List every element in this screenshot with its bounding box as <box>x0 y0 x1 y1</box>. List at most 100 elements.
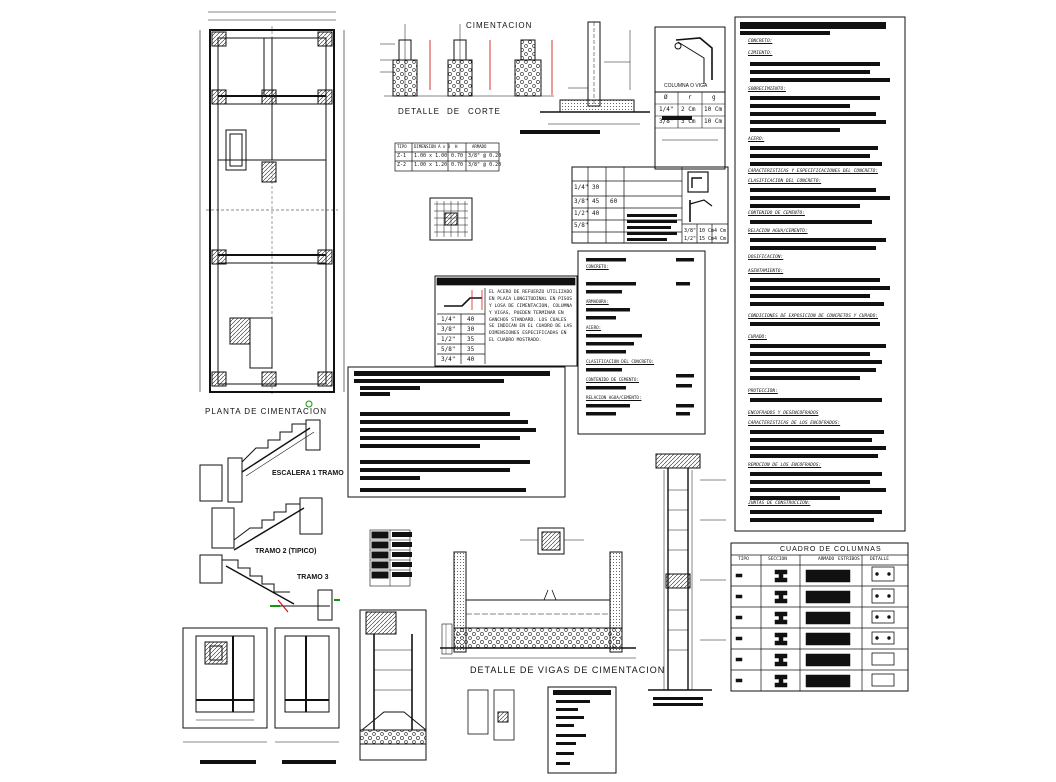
redacted-line <box>360 476 420 480</box>
zap-h1: DIMENSION A x B <box>414 144 451 149</box>
redacted-line <box>750 104 850 108</box>
redacted-line <box>676 384 692 388</box>
redacted-line <box>360 436 520 440</box>
redacted-line <box>586 282 636 286</box>
cuadro-columnas-title: CUADRO DE COLUMNAS <box>780 546 882 553</box>
anc-r1c0: 3/8" <box>441 326 456 333</box>
redacted-line <box>586 316 616 320</box>
redacted-line <box>360 444 480 448</box>
gan-h2: g <box>712 94 716 101</box>
tra-r2c1: 40 <box>592 210 600 217</box>
anclaje-table-grid <box>434 275 578 367</box>
tra-n0c2: 4 Cm <box>714 228 727 234</box>
zap-r0c3: 3/8" @ 0.20 <box>468 153 502 159</box>
tra-r0c0: 1/4" <box>574 184 589 191</box>
columna-elevacion <box>648 453 726 691</box>
redacted-line <box>750 376 860 380</box>
redacted-line <box>586 386 626 390</box>
gan-r0c1: 2 Cm <box>681 106 696 113</box>
zap-h0: TIPO <box>397 144 407 149</box>
col-h3: ESTRIBOS <box>838 557 860 562</box>
redacted-line <box>750 112 876 116</box>
planta-cimentacion <box>199 11 345 408</box>
redacted-line <box>750 238 886 242</box>
anc-r2c0: 1/2" <box>441 336 456 343</box>
redacted-line <box>750 246 876 250</box>
anc-r0c1: 40 <box>467 316 475 323</box>
zap-r1c2: 0.70 <box>451 162 464 168</box>
tra-n1c0: 1/2" <box>684 236 697 242</box>
notas-heading: DOSIFICACION: <box>748 255 784 260</box>
vigas-cimentacion-detalle <box>440 527 636 741</box>
tramo-2-title: TRAMO 2 (TIPICO) <box>255 548 317 555</box>
gan-h0: Ø <box>664 94 668 101</box>
redacted-line <box>676 412 690 416</box>
tra-n0c0: 3/8" <box>684 228 697 234</box>
redacted-line <box>200 760 256 764</box>
redacted-line <box>392 572 412 577</box>
mid-panel-heading: CONCRETO: <box>586 264 609 269</box>
redacted-line <box>750 278 880 282</box>
redacted-line <box>556 742 576 745</box>
especificaciones-panel-frame <box>347 366 566 498</box>
tra-r1c2: 60 <box>610 198 618 205</box>
mid-panel-heading: CLASIFICACION DEL CONCRETO: <box>586 359 655 364</box>
cuadro-columnas-grid <box>730 542 909 692</box>
zap-r1c3: 3/8" @ 0.20 <box>468 162 502 168</box>
redacted-line <box>360 412 510 416</box>
redacted-line <box>750 446 886 450</box>
mid-panel-heading: CONTENIDO DE CEMENTO: <box>586 377 639 382</box>
leyenda-panel-frame <box>547 686 617 774</box>
redacted-text-blocks <box>200 22 890 765</box>
anc-r4c0: 3/4" <box>441 356 456 363</box>
redacted-line <box>360 386 420 390</box>
viga-elevacion <box>359 529 453 761</box>
col-h1: SECCION <box>768 557 787 562</box>
tra-r1c1: 45 <box>592 198 600 205</box>
redacted-line <box>556 724 574 727</box>
redacted-line <box>556 734 586 737</box>
traslape-table-grid <box>571 166 729 244</box>
tra-n1c2: 4 Cm <box>714 236 727 242</box>
gan-r0c0: 1/4" <box>659 106 674 113</box>
redacted-line <box>556 700 590 703</box>
redacted-line <box>653 697 703 700</box>
notas-heading: CONCRETO: <box>748 39 773 44</box>
gan-r0c2: 10 Cm <box>704 106 723 113</box>
redacted-line <box>360 468 510 472</box>
notas-heading: SOBRECIMIENTO: <box>748 87 786 92</box>
redacted-line <box>676 374 694 378</box>
zap-h2: H <box>455 144 458 149</box>
notas-heading: JUNTAS DE CONSTRUCCION: <box>748 501 811 506</box>
redacted-line <box>627 220 677 223</box>
redacted-line <box>750 120 886 124</box>
redacted-line <box>750 472 882 476</box>
notas-heading: ENCOFRADOS Y DESENCOFRADOS <box>748 411 819 416</box>
redacted-line <box>662 116 692 120</box>
redacted-line <box>556 716 584 719</box>
mid-panel-heading: RELACION AGUA/CEMENTO: <box>586 395 642 400</box>
redacted-line <box>750 188 876 192</box>
redacted-line <box>750 294 870 298</box>
redacted-line <box>750 360 882 364</box>
redacted-line <box>750 430 884 434</box>
redacted-line <box>360 420 528 424</box>
notas-heading: ASENTAMIENTO: <box>748 269 784 274</box>
notas-heading: CIMIENTO: <box>748 51 773 56</box>
col-h0: TIPO <box>738 557 749 562</box>
anc-r2c1: 35 <box>467 336 475 343</box>
escalera-title: ESCALERA 1 TRAMO <box>272 470 344 477</box>
redacted-line <box>556 752 574 755</box>
redacted-line <box>750 352 870 356</box>
zap-r1c1: 1.00 x 1.20 <box>414 162 448 168</box>
detalle-title-1: DETALLE <box>398 107 440 116</box>
redacted-line <box>750 70 870 74</box>
notas-heading: CONDICIONES DE EXPOSICION DE CONCRETOS Y… <box>748 314 879 319</box>
cuadro-columnas-icons <box>735 569 851 688</box>
redacted-line <box>627 238 667 241</box>
redacted-line <box>586 334 642 338</box>
tra-r1c0: 3/8" <box>574 198 589 205</box>
redacted-line <box>354 379 504 383</box>
